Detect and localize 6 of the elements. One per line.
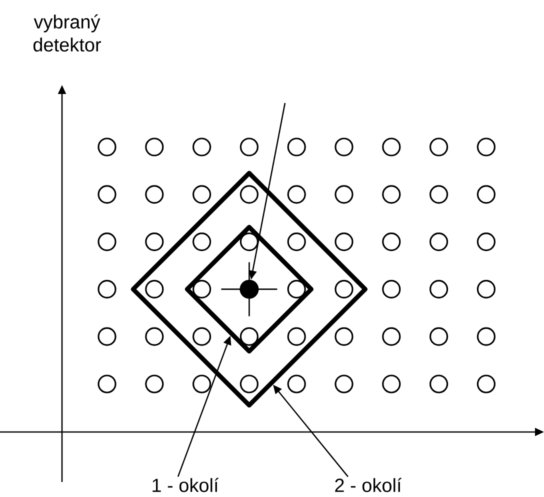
axis-label: vybraný detektor: [33, 14, 101, 52]
region-label: 2 - okolí: [335, 478, 402, 492]
neighborhood-diamond: [130, 170, 368, 408]
selected-detector-dot: [220, 262, 278, 317]
neighborhood-diamond: [184, 224, 314, 354]
region-label: 1 - okolí: [152, 478, 219, 492]
